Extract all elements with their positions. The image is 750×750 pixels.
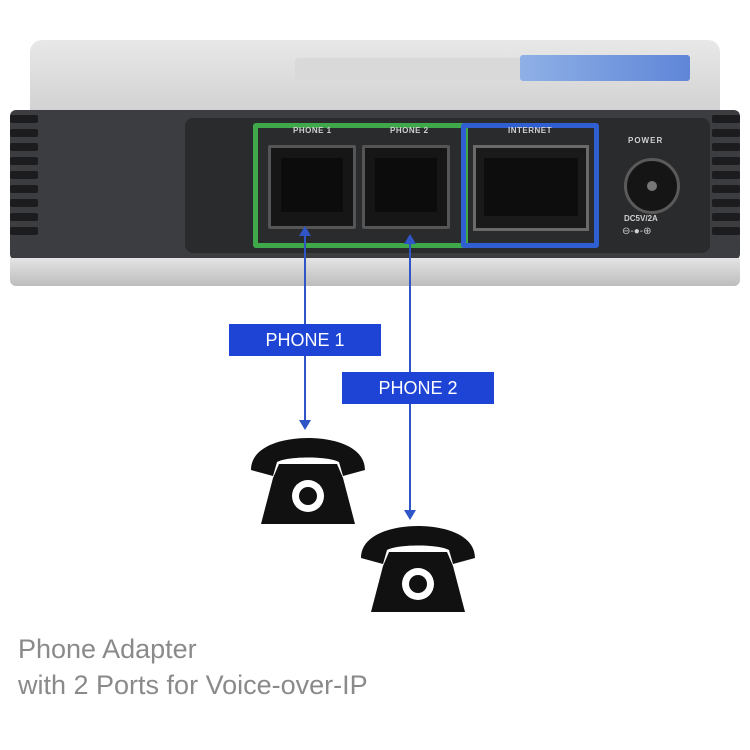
telephone-icon <box>361 526 475 612</box>
phone2-arrow-up <box>404 234 416 244</box>
power-socket <box>624 158 680 214</box>
polarity-symbol: ⊖-●-⊕ <box>622 226 652 237</box>
phone1-arrow-up <box>299 226 311 236</box>
phone1-arrow-down <box>299 420 311 430</box>
port-label-phone2: PHONE 2 <box>390 126 429 135</box>
port-label-phone1: PHONE 1 <box>293 126 332 135</box>
phone-adapter-device: PHONE 1 PHONE 2 INTERNET POWER DC5V/2A ⊖… <box>0 0 750 300</box>
device-lid-window <box>295 58 540 80</box>
left-vents <box>10 115 38 255</box>
phone2-jack <box>362 145 450 229</box>
power-spec: DC5V/2A <box>624 214 658 223</box>
caption-line-1: Phone Adapter <box>18 634 197 664</box>
internet-port-frame <box>461 123 599 248</box>
phone2-arrow-down <box>404 510 416 520</box>
telephone-icon <box>251 438 365 524</box>
internet-jack <box>473 145 589 231</box>
power-area: POWER DC5V/2A ⊖-●-⊕ <box>612 126 690 246</box>
device-lid-accent <box>520 55 690 81</box>
phone2-callout: PHONE 2 <box>342 372 494 404</box>
phone1-jack <box>268 145 356 229</box>
port-label-internet: INTERNET <box>508 126 552 135</box>
device-bottom <box>10 258 740 286</box>
right-vents <box>712 115 740 255</box>
phone1-callout: PHONE 1 <box>229 324 381 356</box>
caption-line-2: with 2 Ports for Voice-over-IP <box>18 670 368 700</box>
power-label: POWER <box>628 136 664 145</box>
